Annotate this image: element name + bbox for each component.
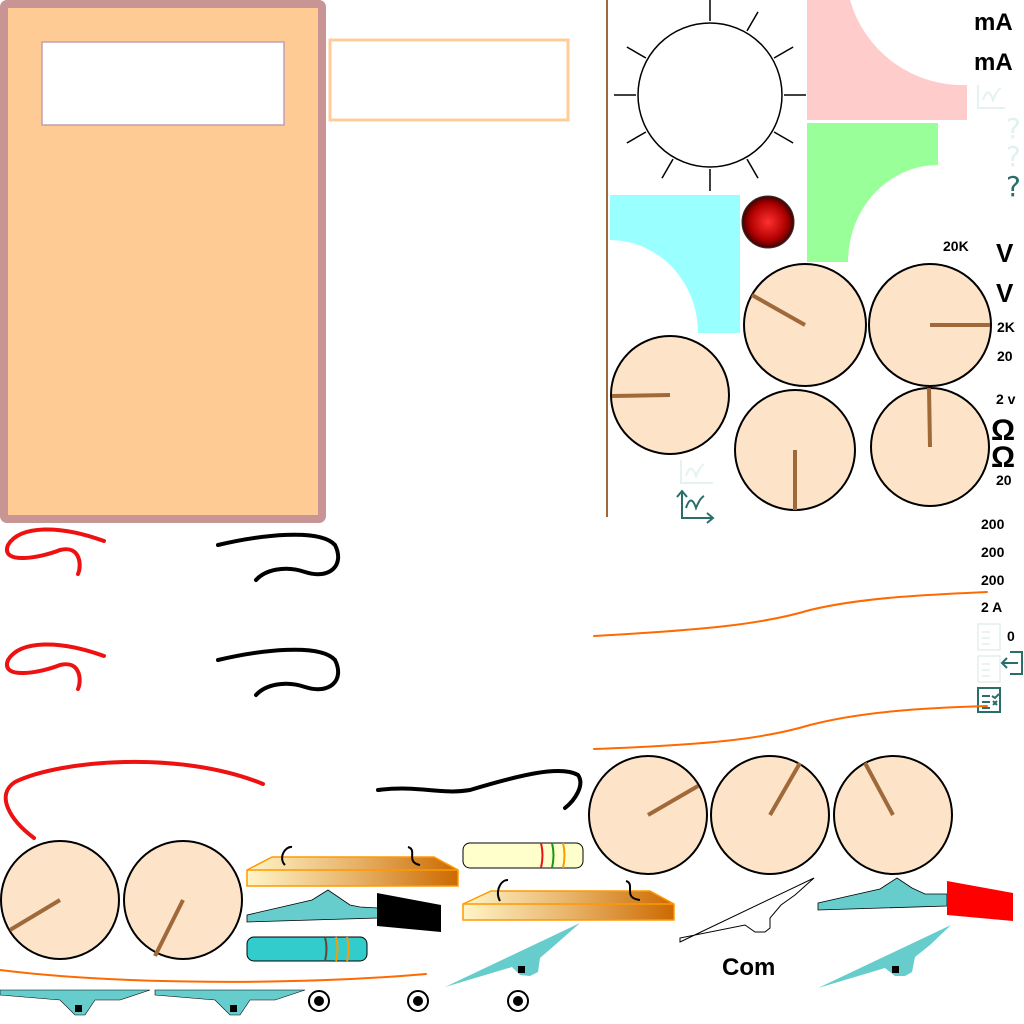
black-wire-3 [376,768,583,810]
probe-tip-2 [818,925,951,988]
dial-pointer [927,387,932,448]
selector-dial-8[interactable] [833,755,953,875]
selector-dial-2[interactable] [868,263,992,387]
selector-dial-7[interactable] [710,755,830,875]
checklist-icon-faded [977,623,1001,651]
label-20k: 20K [943,238,969,254]
label-ohm-1: Ω [991,414,1015,447]
selector-dial-3[interactable] [610,335,730,455]
label-ma-2: mA [974,49,1013,76]
black-wire-2 [216,647,341,697]
pink-corner-shape [807,0,967,120]
jack-socket-2[interactable] [407,990,429,1012]
label-com: Com [722,954,775,981]
label-200-2: 200 [981,544,1005,560]
label-v-2: V [996,278,1014,308]
orange-wire-3 [0,969,427,983]
chart-icon-faded-2 [680,460,713,484]
label-2v: 2 v [996,391,1016,407]
help-icon-faded-2: ? [1006,140,1021,173]
red-wire-1 [5,527,106,576]
led-light [741,195,795,249]
label-200-1: 200 [981,516,1005,532]
dial-pointer [611,393,671,398]
probe-tip-3 [0,989,151,1016]
selector-dial-10[interactable] [123,840,243,960]
display-outline [328,38,570,122]
black-wire-1 [216,532,341,582]
label-zero: 0 [1007,628,1015,644]
label-20-1: 20 [997,348,1013,364]
jack-socket-1[interactable] [308,990,330,1012]
label-20-2: 20 [996,472,1012,488]
lamp-ray [773,131,794,144]
help-icon[interactable]: ? [1006,170,1021,203]
chart-icon[interactable] [676,489,715,524]
resistor-board-1 [246,846,459,887]
selector-dial-5[interactable] [870,387,990,507]
exit-icon[interactable] [1000,651,1023,675]
label-200-3: 200 [981,572,1005,588]
selector-dial-4[interactable] [734,389,856,511]
label-ohm-2: Ω [991,441,1015,474]
lamp-icon [614,0,806,191]
probe-outline [679,877,815,943]
chart-icon-faded [977,85,1005,109]
lamp-ray [626,131,647,144]
label-ma-1: mA [974,9,1013,36]
selector-dial-1[interactable] [743,263,867,387]
resistor-cyan [246,936,368,962]
red-wire-2 [5,642,106,691]
orange-wire-1 [593,591,988,637]
black-probe[interactable] [246,889,441,932]
resistor-board-2 [462,879,675,921]
checklist-icon-faded-2 [977,655,1001,683]
jack-socket-3[interactable] [507,990,529,1012]
selector-dial-9[interactable] [0,840,120,960]
red-probe[interactable] [817,877,1013,921]
lamp-ray [773,46,794,59]
orange-wire-2 [593,705,988,750]
dial-pointer [153,899,185,957]
label-v-1: V [996,238,1014,268]
help-icon-faded-1: ? [1006,112,1021,145]
dial-pointer [8,898,62,932]
probe-tip-1 [445,923,580,987]
dial-pointer [751,293,806,327]
dial-pointer [646,784,700,817]
dial-pointer [768,762,802,816]
resistor-yellow [462,842,584,869]
selector-dial-6[interactable] [588,755,708,875]
cyan-corner-shape [610,195,740,333]
red-wire-3 [3,759,265,840]
label-2a: 2 A [981,599,1002,615]
meter-body-panel [0,0,326,523]
checklist-icon[interactable] [977,687,1001,713]
meter-display-screen [41,41,285,126]
label-2k: 2K [997,319,1015,335]
lamp-ray [746,158,759,179]
lamp-ray [626,46,647,59]
lamp-ray [746,11,759,32]
green-corner-shape [807,123,938,262]
lamp-ray [661,158,674,179]
probe-tip-4 [154,989,306,1016]
dial-pointer [863,762,895,816]
